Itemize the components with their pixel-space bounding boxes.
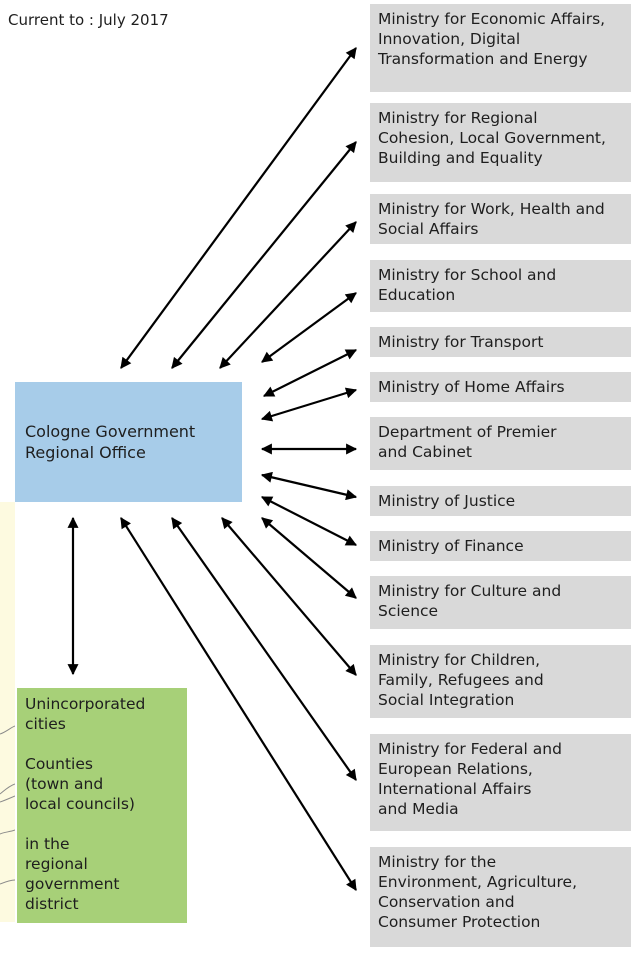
arrow-to-ministry-culture-science: [261, 517, 357, 599]
currency-note: Current to : July 2017: [8, 11, 169, 29]
arrow-to-ministry-work-health: [219, 221, 357, 369]
cologne-regional-office-label: Cologne Government Regional Office: [25, 422, 196, 462]
arrow-to-ministry-regional-cohesion: [171, 141, 357, 369]
arrow-to-ministry-transport: [263, 349, 357, 397]
ministry-environment: Ministry for the Environment, Agricultur…: [370, 847, 631, 947]
ministry-justice: Ministry of Justice: [370, 486, 631, 516]
unincorporated-cities-label: Unincorporated cities: [25, 695, 146, 733]
ministry-federal-european: Ministry for Federal and European Relati…: [370, 734, 631, 831]
ministry-regional-cohesion: Ministry for Regional Cohesion, Local Go…: [370, 103, 631, 182]
ministry-home-affairs: Ministry of Home Affairs: [370, 372, 631, 402]
counties-label: Counties (town and local councils): [25, 755, 135, 813]
ministry-economic-affairs: Ministry for Economic Affairs, Innovatio…: [370, 4, 631, 92]
map-background: [0, 502, 15, 922]
ministry-finance: Ministry of Finance: [370, 531, 631, 561]
arrow-to-ministry-justice: [260, 471, 358, 501]
ministry-children-family: Ministry for Children, Family, Refugees …: [370, 645, 631, 718]
arrow-to-ministry-finance: [261, 496, 357, 546]
arrow-to-ministry-school-education: [261, 292, 357, 363]
arrow-to-ministry-environment: [120, 517, 357, 891]
ministry-work-health: Ministry for Work, Health and Social Aff…: [370, 194, 631, 244]
district-label: in the regional government district: [25, 835, 120, 913]
map-boundary-lines: [0, 725, 15, 885]
arrow-to-ministry-home-affairs: [260, 387, 358, 422]
department-premier-cabinet: Department of Premier and Cabinet: [370, 417, 631, 470]
ministry-school-education: Ministry for School and Education: [370, 260, 631, 312]
cologne-regional-office-box: Cologne Government Regional Office: [15, 382, 242, 502]
arrow-to-ministry-federal-european: [171, 517, 357, 781]
ministry-culture-science: Ministry for Culture and Science: [370, 576, 631, 629]
ministry-transport: Ministry for Transport: [370, 327, 631, 357]
